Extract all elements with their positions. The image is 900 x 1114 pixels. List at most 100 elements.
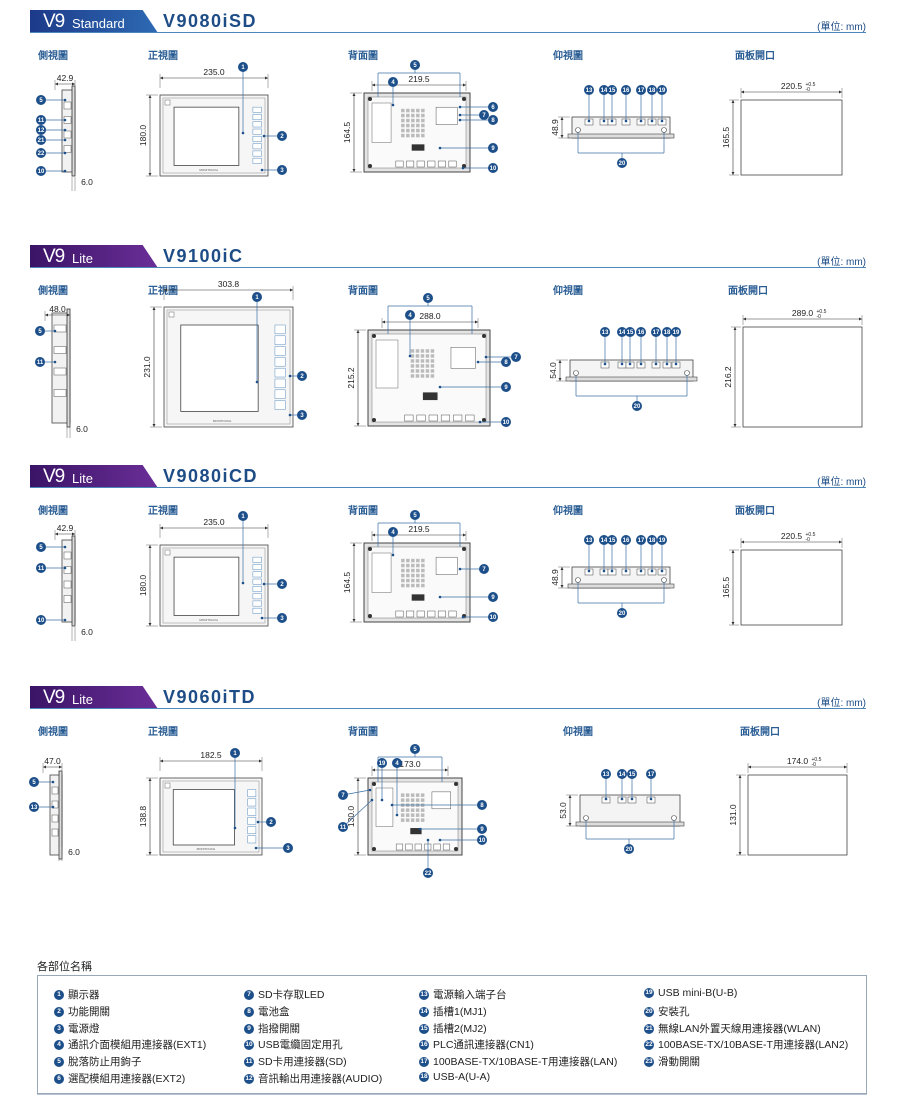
vent-slot: [421, 578, 425, 583]
vent-slot: [410, 808, 415, 812]
callout-number: 8: [504, 360, 508, 366]
callout-marker: [657, 535, 667, 545]
view-label-side: 側視圖: [38, 506, 68, 517]
front-view-inner: [166, 309, 291, 425]
callout-number: 7: [514, 355, 518, 361]
callout-marker: [277, 165, 287, 175]
callout-number: 22: [425, 871, 432, 877]
callout-target: [624, 569, 628, 573]
tolerance-minus: -0: [817, 314, 822, 320]
callout-target: [620, 362, 624, 366]
port: [437, 160, 446, 168]
callout-marker: [621, 535, 631, 545]
vent-slot: [416, 578, 420, 583]
bottom-view-bezel: [575, 821, 685, 827]
legend-item-label: 指撥開關: [258, 1023, 300, 1035]
callout-target: [458, 567, 462, 571]
display-screen: [173, 556, 240, 616]
callout-target: [262, 134, 266, 138]
callout-target: [587, 119, 591, 123]
dimension-value: 182.5: [200, 750, 222, 760]
tolerance-minus: -0: [806, 87, 811, 93]
callout-number: 5: [413, 63, 417, 69]
vent-slot: [411, 133, 415, 138]
callout-number-icon: 22: [644, 1039, 654, 1050]
callout-target: [288, 413, 292, 417]
callout-marker: [392, 758, 402, 768]
function-switch: [247, 817, 257, 825]
callout-number: 2: [300, 374, 304, 380]
vent-slot: [430, 349, 435, 353]
vent-slot: [415, 369, 420, 373]
callout-marker: [636, 85, 646, 95]
view-label-cutout: 面板開口: [735, 506, 775, 517]
callout-number: 10: [490, 166, 497, 172]
callout-marker: [671, 327, 681, 337]
callout-number: 5: [426, 296, 430, 302]
view-label-front: 正視圖: [148, 51, 178, 62]
series-label: V9: [43, 687, 65, 708]
callout-target: [390, 803, 394, 807]
side-connector: [63, 566, 72, 574]
legend-item-label: 電源輸入端子台: [433, 989, 507, 1001]
function-switch: [252, 114, 262, 120]
brand-logo: MONITOUCH: [197, 847, 215, 851]
panel-cutout: [740, 99, 843, 176]
callout-target: [610, 569, 614, 573]
function-switch: [274, 335, 286, 345]
function-switch: [274, 378, 286, 389]
port: [395, 843, 404, 851]
callout-target: [478, 420, 482, 424]
vent-slot: [416, 563, 420, 568]
header-rule: [30, 267, 866, 268]
vent-slot: [406, 578, 410, 583]
view-label-side: 側視圖: [38, 51, 68, 62]
vent-slot: [410, 798, 415, 802]
dimension-value: 164.5: [342, 122, 352, 144]
function-switch: [252, 564, 262, 570]
bottom-view-bezel: [567, 133, 675, 139]
legend-item-label: SD卡用連接器(SD): [258, 1056, 347, 1068]
callout-target: [233, 826, 237, 830]
callout-marker: [662, 327, 672, 337]
callout-number: 18: [664, 330, 671, 336]
callout-number: 5: [32, 780, 36, 786]
callout-target: [458, 118, 462, 122]
callout-target: [380, 798, 384, 802]
vent-slot: [410, 374, 415, 378]
dip-switch: [410, 828, 422, 835]
callout-target: [408, 354, 412, 358]
callout-target: [288, 374, 292, 378]
port: [395, 160, 404, 168]
callout-marker: [501, 357, 511, 367]
callout-marker: [617, 158, 627, 168]
callout-number: 10: [38, 169, 45, 175]
callout-marker: [36, 563, 46, 573]
callout-number: 19: [673, 330, 680, 336]
callout-marker: [621, 85, 631, 95]
screw-hole: [482, 334, 486, 338]
port: [416, 414, 426, 422]
callout-number: 21: [38, 138, 45, 144]
vent-slot: [420, 349, 425, 353]
dimension-value: 42.9: [57, 73, 74, 83]
dimension-value: 165.5: [721, 127, 731, 149]
view-label-bottom: 仰視圖: [553, 51, 583, 62]
vent-slot: [425, 369, 430, 373]
callout-number-icon: 1: [54, 989, 64, 1000]
dimension-value: 6.0: [81, 627, 93, 637]
callout-target: [53, 329, 57, 333]
callout-target: [461, 615, 465, 619]
callout-number: 9: [491, 146, 495, 152]
screw-hole: [368, 614, 372, 618]
function-switch: [252, 150, 262, 157]
callout-number: 17: [648, 772, 655, 778]
callout-number: 20: [619, 611, 626, 617]
